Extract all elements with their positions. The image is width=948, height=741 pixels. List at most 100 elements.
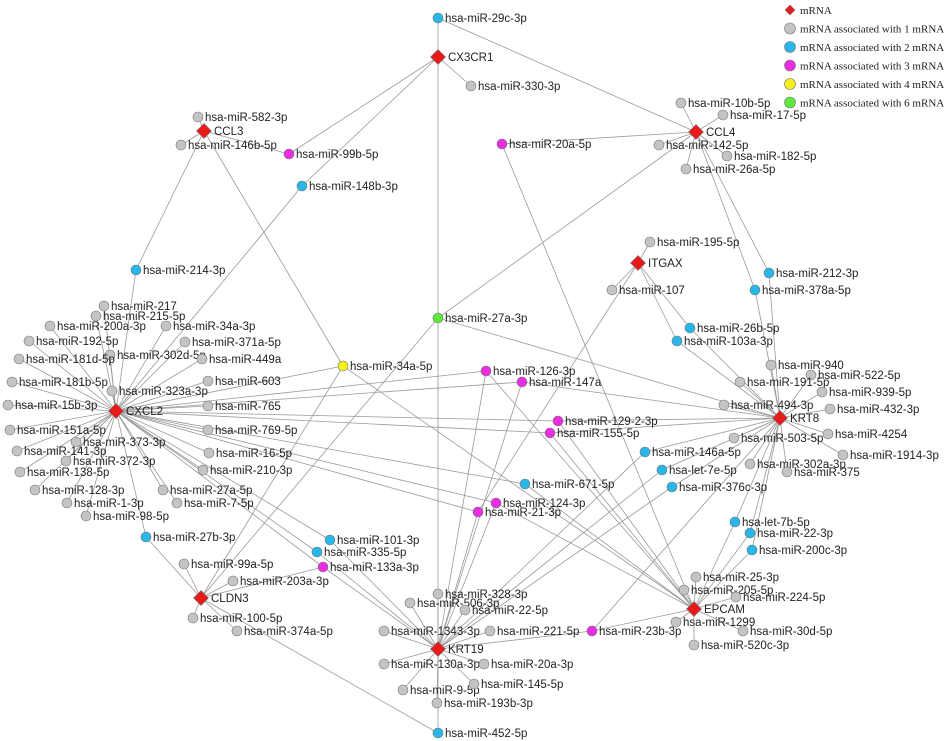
node-hsa-miR-671-5p[interactable]: hsa-miR-671-5p bbox=[519, 478, 614, 491]
node-ITGAX[interactable]: ITGAX bbox=[630, 255, 683, 271]
node-EPCAM[interactable]: EPCAM bbox=[686, 601, 745, 617]
node-hsa-miR-99b-5p[interactable]: hsa-miR-99b-5p bbox=[283, 148, 378, 161]
node-hsa-miR-147a[interactable]: hsa-miR-147a bbox=[516, 376, 602, 389]
node-hsa-miR-133a-3p[interactable]: hsa-miR-133a-3p bbox=[317, 561, 419, 574]
node-hsa-miR-129-2-3p[interactable]: hsa-miR-129-2-3p bbox=[552, 415, 658, 428]
node-hsa-miR-145-5p[interactable]: hsa-miR-145-5p bbox=[468, 678, 563, 691]
node-hsa-miR-449a[interactable]: hsa-miR-449a bbox=[196, 353, 282, 366]
node-hsa-miR-432-3p[interactable]: hsa-miR-432-3p bbox=[824, 403, 919, 416]
node-hsa-miR-141-3p[interactable]: hsa-miR-141-3p bbox=[11, 445, 106, 458]
node-hsa-let-7b-5p[interactable]: hsa-let-7b-5p bbox=[729, 516, 810, 529]
node-hsa-miR-192-5p[interactable]: hsa-miR-192-5p bbox=[23, 335, 118, 348]
node-hsa-miR-328-3p[interactable]: hsa-miR-328-3p bbox=[432, 588, 527, 601]
node-hsa-miR-191-5p[interactable]: hsa-miR-191-5p bbox=[734, 376, 829, 389]
node-hsa-miR-212-3p[interactable]: hsa-miR-212-3p bbox=[763, 267, 858, 280]
node-hsa-miR-4254[interactable]: hsa-miR-4254 bbox=[822, 428, 908, 441]
node-CXCL2[interactable]: CXCL2 bbox=[108, 403, 164, 419]
node-hsa-miR-34a-5p[interactable]: hsa-miR-34a-5p bbox=[337, 360, 432, 373]
node-hsa-miR-138-5p[interactable]: hsa-miR-138-5p bbox=[14, 466, 109, 479]
node-hsa-miR-151a-5p[interactable]: hsa-miR-151a-5p bbox=[4, 424, 106, 437]
node-hsa-miR-142-5p[interactable]: hsa-miR-142-5p bbox=[653, 139, 748, 152]
node-hsa-miR-215-5p[interactable]: hsa-miR-215-5p bbox=[90, 310, 185, 323]
node-hsa-miR-182-5p[interactable]: hsa-miR-182-5p bbox=[721, 150, 816, 163]
node-hsa-miR-372-3p[interactable]: hsa-miR-372-3p bbox=[60, 455, 155, 468]
node-hsa-miR-26b-5p[interactable]: hsa-miR-26b-5p bbox=[684, 322, 779, 335]
node-hsa-miR-203a-3p[interactable]: hsa-miR-203a-3p bbox=[227, 575, 329, 588]
node-hsa-miR-1299[interactable]: hsa-miR-1299 bbox=[670, 616, 755, 629]
node-hsa-miR-603[interactable]: hsa-miR-603 bbox=[202, 375, 281, 388]
node-hsa-miR-126-3p[interactable]: hsa-miR-126-3p bbox=[480, 365, 575, 378]
node-hsa-miR-21-3p[interactable]: hsa-miR-21-3p bbox=[472, 506, 561, 519]
node-hsa-miR-371a-5p[interactable]: hsa-miR-371a-5p bbox=[179, 336, 281, 349]
node-CLDN3[interactable]: CLDN3 bbox=[193, 590, 249, 606]
node-hsa-miR-200c-3p[interactable]: hsa-miR-200c-3p bbox=[746, 544, 847, 557]
node-hsa-miR-373-3p[interactable]: hsa-miR-373-3p bbox=[70, 436, 165, 449]
node-hsa-miR-130a-3p[interactable]: hsa-miR-130a-3p bbox=[378, 658, 480, 671]
node-hsa-miR-503-5p[interactable]: hsa-miR-503-5p bbox=[728, 432, 823, 445]
node-hsa-miR-939-5p[interactable]: hsa-miR-939-5p bbox=[816, 386, 911, 399]
node-hsa-miR-107[interactable]: hsa-miR-107 bbox=[606, 284, 685, 297]
node-hsa-miR-452-5p[interactable]: hsa-miR-452-5p bbox=[432, 727, 527, 740]
node-hsa-miR-16-5p[interactable]: hsa-miR-16-5p bbox=[203, 447, 292, 460]
node-hsa-miR-148b-3p[interactable]: hsa-miR-148b-3p bbox=[296, 180, 398, 193]
node-hsa-miR-217[interactable]: hsa-miR-217 bbox=[98, 300, 177, 313]
node-hsa-miR-29c-3p[interactable]: hsa-miR-29c-3p bbox=[432, 12, 527, 25]
node-hsa-miR-124-3p[interactable]: hsa-miR-124-3p bbox=[490, 497, 585, 510]
node-hsa-miR-20a-5p[interactable]: hsa-miR-20a-5p bbox=[496, 138, 591, 151]
node-hsa-miR-99a-5p[interactable]: hsa-miR-99a-5p bbox=[178, 558, 273, 571]
node-hsa-miR-210-3p[interactable]: hsa-miR-210-3p bbox=[197, 464, 292, 477]
node-hsa-miR-9-5p[interactable]: hsa-miR-9-5p bbox=[397, 684, 480, 697]
node-hsa-miR-335-5p[interactable]: hsa-miR-335-5p bbox=[311, 546, 406, 559]
node-hsa-miR-1343-3p[interactable]: hsa-miR-1343-3p bbox=[378, 625, 480, 638]
node-hsa-miR-769-5p[interactable]: hsa-miR-769-5p bbox=[202, 424, 297, 437]
node-hsa-miR-128-3p[interactable]: hsa-miR-128-3p bbox=[29, 484, 124, 497]
node-hsa-miR-520c-3p[interactable]: hsa-miR-520c-3p bbox=[688, 639, 789, 652]
node-hsa-miR-221-5p[interactable]: hsa-miR-221-5p bbox=[484, 625, 579, 638]
node-hsa-miR-582-3p[interactable]: hsa-miR-582-3p bbox=[192, 111, 287, 124]
node-hsa-miR-1-3p[interactable]: hsa-miR-1-3p bbox=[61, 497, 144, 510]
node-hsa-miR-155-5p[interactable]: hsa-miR-155-5p bbox=[544, 427, 639, 440]
node-hsa-miR-193b-3p[interactable]: hsa-miR-193b-3p bbox=[431, 697, 533, 710]
node-hsa-miR-214-3p[interactable]: hsa-miR-214-3p bbox=[130, 264, 225, 277]
node-CX3CR1[interactable]: CX3CR1 bbox=[430, 49, 494, 65]
node-hsa-miR-17-5p[interactable]: hsa-miR-17-5p bbox=[717, 109, 806, 122]
node-hsa-miR-940[interactable]: hsa-miR-940 bbox=[765, 359, 844, 372]
node-hsa-miR-522-5p[interactable]: hsa-miR-522-5p bbox=[805, 369, 900, 382]
node-hsa-miR-27b-3p[interactable]: hsa-miR-27b-3p bbox=[140, 531, 235, 544]
node-hsa-miR-26a-5p[interactable]: hsa-miR-26a-5p bbox=[680, 163, 775, 176]
node-hsa-miR-27a-5p[interactable]: hsa-miR-27a-5p bbox=[157, 484, 252, 497]
node-hsa-miR-376c-3p[interactable]: hsa-miR-376c-3p bbox=[666, 481, 767, 494]
node-hsa-miR-20a-3p[interactable]: hsa-miR-20a-3p bbox=[478, 658, 573, 671]
node-hsa-miR-181d-5p[interactable]: hsa-miR-181d-5p bbox=[13, 353, 115, 366]
node-hsa-miR-15b-3p[interactable]: hsa-miR-15b-3p bbox=[2, 399, 97, 412]
node-CCL3[interactable]: CCL3 bbox=[196, 123, 244, 139]
node-hsa-miR-27a-3p[interactable]: hsa-miR-27a-3p bbox=[432, 312, 527, 325]
node-hsa-miR-374a-5p[interactable]: hsa-miR-374a-5p bbox=[231, 625, 333, 638]
node-hsa-miR-330-3p[interactable]: hsa-miR-330-3p bbox=[465, 80, 560, 93]
node-KRT8[interactable]: KRT8 bbox=[772, 410, 820, 426]
node-hsa-miR-100-5p[interactable]: hsa-miR-100-5p bbox=[187, 612, 282, 625]
node-hsa-let-7e-5p[interactable]: hsa-let-7e-5p bbox=[656, 464, 737, 477]
node-hsa-miR-30d-5p[interactable]: hsa-miR-30d-5p bbox=[737, 625, 832, 638]
node-hsa-miR-101-3p[interactable]: hsa-miR-101-3p bbox=[324, 534, 419, 547]
node-hsa-miR-494-3p[interactable]: hsa-miR-494-3p bbox=[718, 399, 813, 412]
node-hsa-miR-22-3p[interactable]: hsa-miR-22-3p bbox=[744, 527, 833, 540]
node-hsa-miR-146a-5p[interactable]: hsa-miR-146a-5p bbox=[639, 446, 741, 459]
node-hsa-miR-205-5p[interactable]: hsa-miR-205-5p bbox=[678, 584, 773, 597]
node-hsa-miR-195-5p[interactable]: hsa-miR-195-5p bbox=[644, 236, 739, 249]
node-hsa-miR-22-5p[interactable]: hsa-miR-22-5p bbox=[459, 604, 548, 617]
node-hsa-miR-302d-5p[interactable]: hsa-miR-302d-5p bbox=[104, 349, 206, 362]
node-hsa-miR-103a-3p[interactable]: hsa-miR-103a-3p bbox=[671, 335, 773, 348]
node-hsa-miR-378a-5p[interactable]: hsa-miR-378a-5p bbox=[749, 284, 851, 297]
node-hsa-miR-23b-3p[interactable]: hsa-miR-23b-3p bbox=[586, 625, 681, 638]
node-hsa-miR-323a-3p[interactable]: hsa-miR-323a-3p bbox=[106, 385, 208, 398]
node-hsa-miR-10b-5p[interactable]: hsa-miR-10b-5p bbox=[675, 97, 770, 110]
node-hsa-miR-146b-5p[interactable]: hsa-miR-146b-5p bbox=[175, 139, 277, 152]
node-hsa-miR-98-5p[interactable]: hsa-miR-98-5p bbox=[80, 510, 169, 523]
node-hsa-miR-302a-3p[interactable]: hsa-miR-302a-3p bbox=[744, 458, 846, 471]
node-hsa-miR-224-5p[interactable]: hsa-miR-224-5p bbox=[730, 591, 825, 604]
node-hsa-miR-1914-3p[interactable]: hsa-miR-1914-3p bbox=[837, 449, 939, 462]
node-hsa-miR-375[interactable]: hsa-miR-375 bbox=[781, 466, 860, 479]
node-hsa-miR-200a-3p[interactable]: hsa-miR-200a-3p bbox=[44, 320, 146, 333]
node-hsa-miR-7-5p[interactable]: hsa-miR-7-5p bbox=[171, 497, 254, 510]
